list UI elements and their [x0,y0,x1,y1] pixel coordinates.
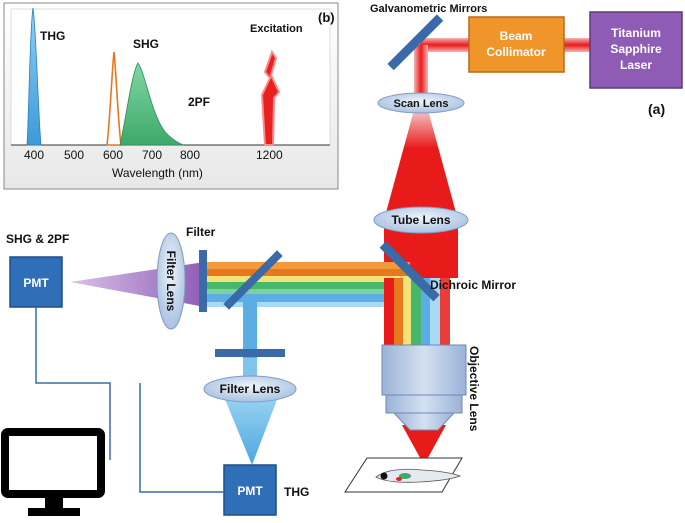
spectrum-x-axis-label: Wavelength (nm) [112,166,203,180]
sample-stage [344,457,463,493]
filter [199,250,207,312]
panel-a-label: (a) [648,101,665,117]
tick-label: 500 [64,148,84,162]
excitation-beam-vertical [414,45,428,107]
focus-beam-cone [402,425,446,465]
computer-monitor-icon [1,428,105,516]
tick-label: 800 [180,148,200,162]
excitation-peak-label: Excitation [250,23,303,35]
secondary-dichroic-mirror [223,250,283,310]
pmt-bottom-cable [139,383,224,493]
laser-box: Titanium Sapphire Laser [589,11,683,89]
pmt-left-cable [35,307,111,460]
beam-collimator-box: Beam Collimator [468,16,565,73]
thg-filter [215,349,285,357]
laser-label-line3: Laser [620,58,652,72]
pmt-bottom-label: PMT [237,484,263,498]
filter-lens-horizontal: Filter Lens [203,375,297,403]
thg-beam-cone [222,392,280,465]
filter-lens-vertical-label: Filter Lens [164,251,178,312]
thg-peak-label: THG [40,29,65,43]
emission-beam-vertical [384,278,450,350]
pmt-bottom: PMT [223,464,277,516]
thg-label: THG [284,485,309,499]
two-pf-peak [119,62,185,146]
dichroic-mirror [379,241,440,302]
dichroic-mirror-label: Dichroic Mirror [430,278,516,292]
filter-lens-horizontal-label: Filter Lens [220,382,281,396]
excitation-peak [260,49,281,146]
galvanometric-mirrors-label: Galvanometric Mirrors [370,3,487,15]
tick-label: 1200 [256,148,283,162]
pmt-left: PMT [9,256,63,308]
objective-lens: Objective Lens [381,344,481,432]
tube-lens: Tube Lens [373,206,469,234]
tube-lens-label: Tube Lens [391,213,450,227]
laser-label-line1: Titanium [611,26,661,40]
spectrum-panel: THG SHG 2PF Excitation (b) 400 500 600 7… [3,2,339,190]
galvanometric-mirror [387,14,444,71]
excitation-beam-cone [384,110,458,220]
collimator-label-line2: Collimator [486,45,546,59]
collimator-label-line1: Beam [500,29,533,43]
two-pf-peak-label: 2PF [188,95,210,109]
filter-lens-vertical: Filter Lens [156,232,186,330]
shg-peak [106,51,122,146]
emission-beam-horizontal [205,262,410,307]
tick-label: 400 [24,148,44,162]
shg-2pf-label: SHG & 2PF [6,232,69,246]
tick-label: 600 [103,148,123,162]
laser-label-line2: Sapphire [610,42,662,56]
pmt-left-label: PMT [23,276,49,290]
thg-beam-vertical [243,300,257,358]
panel-b-label: (b) [318,10,335,25]
objective-lens-label: Objective Lens [467,346,481,432]
shg-peak-label: SHG [133,37,159,51]
scan-lens-label: Scan Lens [393,98,448,110]
scan-lens: Scan Lens [377,92,465,114]
tick-label: 700 [142,148,162,162]
filter-label: Filter [186,225,216,239]
thg-peak [26,7,42,146]
